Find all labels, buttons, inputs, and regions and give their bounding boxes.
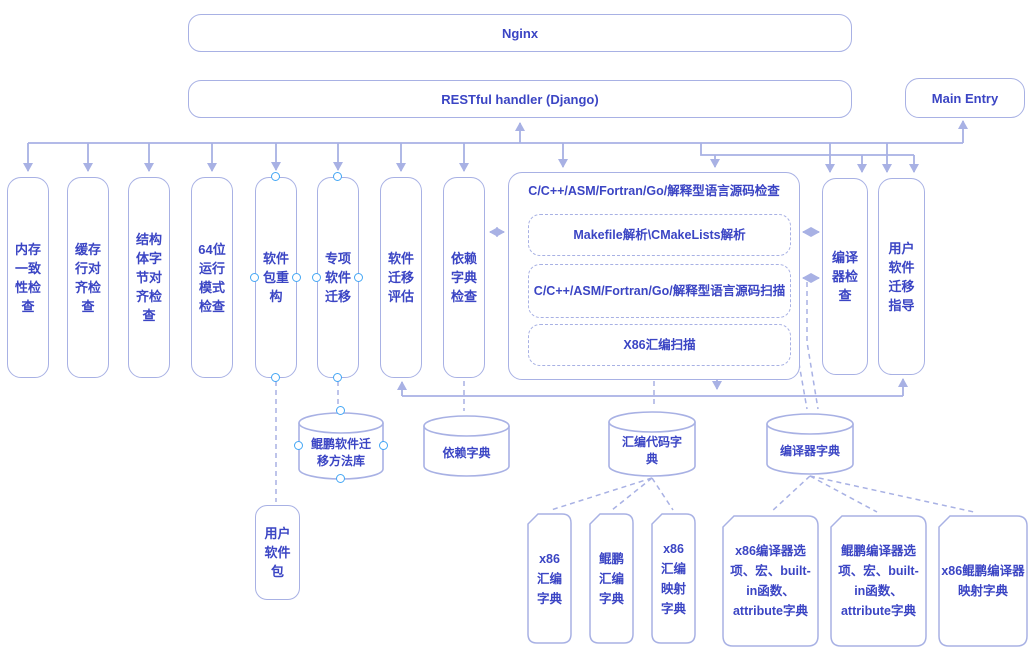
module-label: 结构体字节对齐检查 xyxy=(135,232,162,323)
module-label: 软件迁移评估 xyxy=(387,251,414,304)
store-label: 编译器字典 xyxy=(779,443,840,458)
node-restful-handler[interactable]: RESTful handler (Django) xyxy=(188,80,852,118)
store-label: 鲲鹏软件迁移方法库 xyxy=(310,437,371,468)
module-label: 64位运行模式检查 xyxy=(198,241,226,314)
step-label: C/C++/ASM/Fortran/Go/解释型语言源码扫描 xyxy=(533,284,786,298)
source-code-check-title: C/C++/ASM/Fortran/Go/解释型语言源码检查 xyxy=(528,184,780,198)
connection-point-handle[interactable] xyxy=(312,273,321,282)
node-source-scan[interactable]: C/C++/ASM/Fortran/Go/解释型语言源码扫描 xyxy=(528,264,791,318)
connection-point-handle[interactable] xyxy=(333,373,342,382)
card-label: x86汇编字典 xyxy=(536,551,562,606)
top-bus-connectors[interactable] xyxy=(23,120,968,173)
node-nginx[interactable]: Nginx xyxy=(188,14,852,52)
module-label: 依赖字典检查 xyxy=(450,251,477,304)
node-source-code-check[interactable]: C/C++/ASM/Fortran/Go/解释型语言源码检查 Makefile解… xyxy=(508,172,800,380)
store-label: 汇编代码字典 xyxy=(621,435,682,466)
node-struct-byte-alignment-check[interactable]: 结构体字节对齐检查 xyxy=(128,177,170,378)
node-restful-handler-label: RESTful handler (Django) xyxy=(441,91,599,107)
connection-point-handle[interactable] xyxy=(336,474,345,483)
store-label: 依赖字典 xyxy=(442,445,491,460)
node-nginx-label: Nginx xyxy=(501,25,539,41)
node-main-entry[interactable]: Main Entry xyxy=(905,78,1025,118)
step-label: X86汇编扫描 xyxy=(623,338,696,352)
node-memory-consistency-check[interactable]: 内存一致性检查 xyxy=(7,177,49,378)
connection-point-handle[interactable] xyxy=(271,373,280,382)
store-kunpeng-migration-method-lib[interactable]: 鲲鹏软件迁移方法库 xyxy=(298,412,384,480)
connection-point-handle[interactable] xyxy=(250,273,259,282)
connection-point-handle[interactable] xyxy=(379,441,388,450)
node-64bit-mode-check[interactable]: 64位运行模式检查 xyxy=(191,177,233,378)
result-bus-connectors[interactable] xyxy=(397,378,908,397)
module-label: 缓存行对齐检查 xyxy=(74,241,101,314)
card-kunpeng-asm-dict[interactable]: 鲲鹏汇编字典 xyxy=(589,513,634,644)
node-special-software-migration[interactable]: 专项软件迁移 xyxy=(317,177,359,378)
card-label: x86鲲鹏编译器映射字典 xyxy=(941,564,1025,598)
node-makefile-parse[interactable]: Makefile解析\CMakeLists解析 xyxy=(528,214,791,256)
module-label: 用户软件迁移指导 xyxy=(888,240,915,313)
card-label: x86汇编映射字典 xyxy=(660,541,686,616)
node-main-entry-label: Main Entry xyxy=(931,90,999,106)
node-user-software-package-label: 用户软件包 xyxy=(264,526,291,579)
step-label: Makefile解析\CMakeLists解析 xyxy=(573,228,746,242)
connection-point-handle[interactable] xyxy=(292,273,301,282)
node-user-software-package[interactable]: 用户软件包 xyxy=(255,505,300,600)
connection-point-handle[interactable] xyxy=(294,441,303,450)
card-x86-asm-dict[interactable]: x86汇编字典 xyxy=(527,513,572,644)
node-migration-assessment[interactable]: 软件迁移评估 xyxy=(380,177,422,378)
card-x86-compiler-dict[interactable]: x86编译器选项、宏、built-in函数、attribute字典 xyxy=(722,515,819,647)
bidirectional-connectors[interactable] xyxy=(489,227,820,283)
node-dependency-dict-check[interactable]: 依赖字典检查 xyxy=(443,177,485,378)
connection-point-handle[interactable] xyxy=(354,273,363,282)
node-x86-asm-scan[interactable]: X86汇编扫描 xyxy=(528,324,791,366)
store-assembly-code-dict[interactable]: 汇编代码字典 xyxy=(608,411,696,477)
connection-point-handle[interactable] xyxy=(333,172,342,181)
module-label: 内存一致性检查 xyxy=(14,241,41,314)
card-x86-asm-mapping-dict[interactable]: x86汇编映射字典 xyxy=(651,513,696,644)
card-x86-kunpeng-compiler-mapping-dict[interactable]: x86鲲鹏编译器映射字典 xyxy=(938,515,1028,647)
connection-point-handle[interactable] xyxy=(336,406,345,415)
module-label: 编译器检查 xyxy=(831,250,858,303)
card-label: 鲲鹏编译器选项、宏、built-in函数、attribute字典 xyxy=(838,544,919,618)
card-kunpeng-compiler-dict[interactable]: 鲲鹏编译器选项、宏、built-in函数、attribute字典 xyxy=(830,515,927,647)
node-compiler-check[interactable]: 编译器检查 xyxy=(822,178,868,375)
store-compiler-dict[interactable]: 编译器字典 xyxy=(766,413,854,475)
card-label: x86编译器选项、宏、built-in函数、attribute字典 xyxy=(730,544,811,618)
dashed-connectors[interactable] xyxy=(275,282,975,513)
node-cacheline-alignment-check[interactable]: 缓存行对齐检查 xyxy=(67,177,109,378)
module-label: 专项软件迁移 xyxy=(324,251,351,304)
node-user-migration-guide[interactable]: 用户软件迁移指导 xyxy=(878,178,925,375)
store-dependency-dict[interactable]: 依赖字典 xyxy=(423,415,510,477)
module-label: 软件包重构 xyxy=(262,251,289,304)
node-package-rebuild[interactable]: 软件包重构 xyxy=(255,177,297,378)
card-label: 鲲鹏汇编字典 xyxy=(598,551,624,606)
connection-point-handle[interactable] xyxy=(271,172,280,181)
